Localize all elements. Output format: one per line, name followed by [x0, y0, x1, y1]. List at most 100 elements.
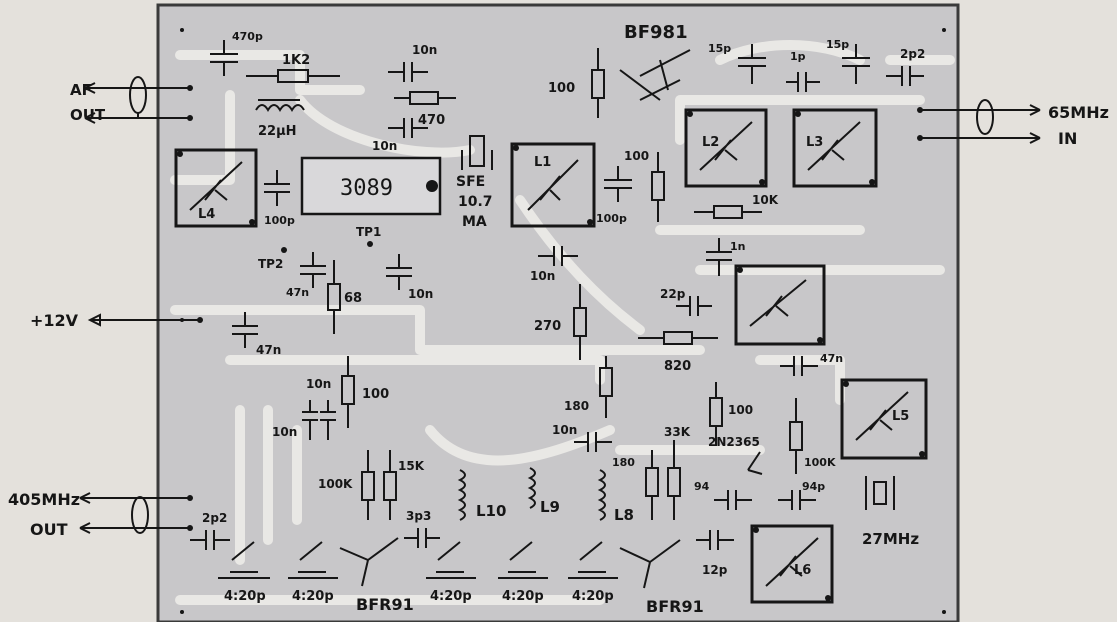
svg-text:22p: 22p — [660, 287, 686, 301]
svg-text:100: 100 — [624, 149, 649, 163]
cap-100p-a: 100p — [264, 170, 295, 227]
transistor-bfr91-b: BFR91 — [619, 539, 704, 616]
svg-text:10n: 10n — [530, 269, 555, 283]
cap-10n-d: 10n — [386, 254, 433, 301]
tp1-label: TP1 — [356, 225, 381, 239]
svg-text:15p: 15p — [826, 38, 849, 51]
tp2-label: TP2 — [258, 257, 283, 271]
cap-10n-a: 10n — [388, 43, 437, 82]
svg-text:L1: L1 — [534, 155, 551, 170]
coil-l6: L6 — [750, 524, 834, 604]
af-label: AF — [70, 81, 92, 99]
trimmer-5: 4:20p — [568, 541, 618, 604]
cap-22p: 22p — [660, 287, 712, 316]
coil-l1: L1 — [510, 142, 596, 228]
svg-text:4:20p: 4:20p — [224, 589, 266, 604]
coil-l3: L3 — [792, 108, 878, 188]
cap-2p2-a: 2p2 — [886, 47, 925, 86]
cap-10n-f: 10n — [272, 400, 336, 440]
svg-text:4:20p: 4:20p — [502, 589, 544, 604]
svg-text:2p2: 2p2 — [202, 511, 227, 525]
resistor-470: 470 — [394, 91, 456, 128]
svg-text:4:20p: 4:20p — [572, 589, 614, 604]
cap-470p: 470p — [210, 30, 263, 76]
svg-text:L4: L4 — [198, 207, 215, 222]
cap-47n-c: 47n — [780, 352, 843, 376]
svg-text:100: 100 — [548, 81, 575, 96]
resistor-100b: 100 — [624, 149, 665, 222]
rf-in-connector: 65MHz IN — [917, 99, 1109, 148]
resistor-820: 820 — [638, 331, 718, 374]
trimmers: 4:20p 4:20p 4:20p 4:20p 4:20p — [218, 541, 618, 604]
resistor-100a: 100 — [548, 48, 605, 118]
cap-47n-b: 47n — [232, 312, 281, 357]
cap-100p-b: 100p — [596, 166, 632, 225]
svg-text:22μH: 22μH — [258, 124, 297, 139]
filter-label-2: 10.7 — [458, 194, 493, 210]
svg-text:10n: 10n — [408, 287, 433, 301]
svg-text:15K: 15K — [398, 459, 425, 473]
transistor-bfr91-a: BFR91 — [339, 537, 414, 614]
svg-text:10K: 10K — [752, 193, 779, 207]
coil-l2: L2 — [684, 108, 768, 188]
resistor-270: 270 — [534, 284, 587, 360]
resistor-15k: 15K — [383, 450, 425, 520]
coil-l10: L10 — [457, 469, 506, 521]
in-label: IN — [1058, 129, 1077, 148]
resistor-33k: 33K — [664, 425, 691, 520]
resistor-68: 68 — [327, 260, 362, 334]
cap-1p: 1p — [786, 50, 820, 92]
svg-text:L8: L8 — [614, 506, 634, 524]
out-label: OUT — [70, 106, 106, 124]
svg-text:L10: L10 — [476, 502, 506, 520]
cap-10n-e: 10n — [302, 377, 331, 440]
trimmer-3: 4:20p — [426, 541, 476, 604]
cap-94-a: 94 — [694, 480, 752, 510]
svg-text:180: 180 — [612, 456, 635, 469]
trimmer-1: 4:20p — [218, 541, 270, 604]
svg-text:94p: 94p — [802, 480, 825, 493]
solder-pads — [177, 28, 946, 614]
svg-text:10n: 10n — [306, 377, 331, 391]
cap-3p3: 3p3 — [404, 509, 440, 548]
svg-text:15p: 15p — [708, 42, 731, 55]
transistor-2n2365: 2N2365 — [708, 435, 763, 475]
svg-text:47n: 47n — [286, 286, 309, 299]
svg-text:820: 820 — [664, 359, 691, 374]
svg-text:47n: 47n — [820, 352, 843, 365]
coil-l9: L9 — [527, 467, 560, 516]
coil-l8: L8 — [597, 469, 634, 524]
svg-text:10n: 10n — [412, 43, 437, 57]
svg-text:68: 68 — [344, 291, 362, 306]
svg-text:BFR91: BFR91 — [356, 595, 414, 614]
resistor-10k: 10K — [694, 193, 779, 219]
svg-text:33K: 33K — [664, 425, 691, 439]
svg-text:470p: 470p — [232, 30, 263, 43]
cap-10n-b: 10n — [372, 118, 428, 153]
coil-l7-box — [734, 264, 826, 346]
rf-out-label: OUT — [30, 520, 68, 539]
svg-text:L2: L2 — [702, 135, 719, 150]
svg-text:470: 470 — [418, 113, 445, 128]
ic-label: 3089 — [340, 176, 393, 201]
transistor-bf981: BF981 — [619, 22, 691, 101]
svg-text:1n: 1n — [730, 240, 746, 253]
svg-text:100K: 100K — [804, 456, 836, 469]
svg-text:3p3: 3p3 — [406, 509, 431, 523]
rf-out-connector: 405MHz OUT — [8, 490, 193, 539]
svg-text:10n: 10n — [272, 425, 297, 439]
choke-22uh: 22μH — [255, 99, 305, 139]
copper-traces — [170, 40, 955, 605]
filter-label-1: SFE — [456, 174, 485, 190]
svg-text:2N2365: 2N2365 — [708, 435, 760, 449]
cap-94p-b: 94p — [778, 480, 825, 510]
svg-text:L6: L6 — [794, 563, 811, 578]
svg-text:27MHz: 27MHz — [862, 530, 919, 548]
trimmer-2: 4:20p — [288, 541, 338, 604]
svg-text:L3: L3 — [806, 135, 823, 150]
resistor-100c: 100 — [341, 356, 389, 428]
svg-text:2p2: 2p2 — [900, 47, 925, 61]
svg-text:BFR91: BFR91 — [646, 597, 704, 616]
svg-text:100: 100 — [362, 387, 389, 402]
cap-47n-a: 47n — [286, 252, 326, 299]
